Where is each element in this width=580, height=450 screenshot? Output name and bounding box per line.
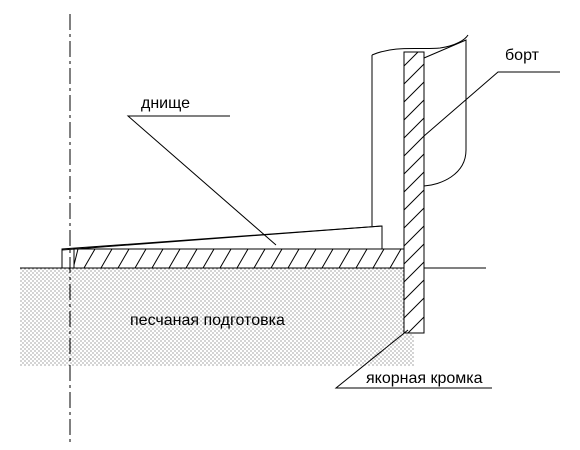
label-bottom: днище <box>141 95 190 112</box>
wall-break-line <box>371 34 469 56</box>
label-anchor-edge: якорная кромка <box>366 370 483 387</box>
label-foundation: песчаная подготовка <box>130 312 285 329</box>
leader-wall <box>423 71 560 137</box>
bottom-slope-top <box>61 225 383 251</box>
outer-flange-curve <box>423 39 467 187</box>
leader-lines <box>126 71 560 389</box>
wall-plate <box>403 51 425 334</box>
sand-foundation <box>20 268 414 366</box>
label-wall: борт <box>505 47 539 64</box>
leader-anchor-edge <box>334 329 492 389</box>
leader-bottom <box>126 115 277 246</box>
bottom-plate-hatching <box>73 248 402 269</box>
wall-plate-hatching <box>403 51 425 334</box>
